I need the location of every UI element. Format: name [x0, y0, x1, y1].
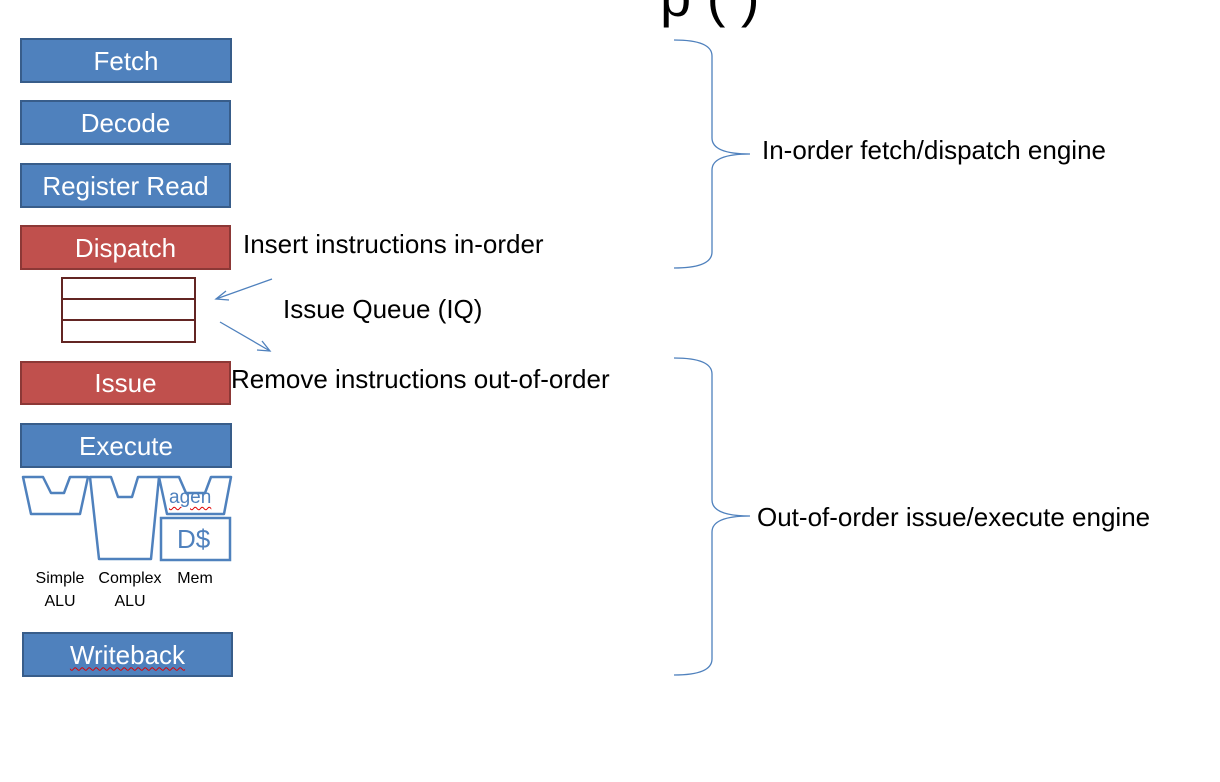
complex-alu-unit — [88, 475, 161, 561]
issue-queue-label: Issue Queue (IQ) — [283, 294, 483, 324]
fetch-stage: Fetch — [20, 38, 232, 83]
dispatch-stage: Dispatch — [20, 225, 231, 270]
slide-title-fragment: p ( ) — [660, 0, 760, 29]
register-read-stage: Register Read — [20, 163, 231, 208]
writeback-stage: Writeback — [22, 632, 233, 677]
simple-alu-unit — [21, 475, 90, 516]
simple-alu-label: Simple ALU — [35, 570, 85, 610]
insert-in-order-label: Insert instructions in-order — [243, 229, 544, 259]
issue-queue-entry — [61, 277, 196, 300]
complex-alu-label: Complex ALU — [98, 570, 162, 610]
agen-unit — [157, 475, 233, 516]
execute-stage: Execute — [20, 423, 232, 468]
dcache-label: D$ — [177, 524, 211, 554]
decode-stage: Decode — [20, 100, 231, 145]
issue-queue-entry — [61, 319, 196, 343]
mem-label: Mem — [177, 570, 213, 587]
in-order-brace — [673, 39, 751, 269]
issue-stage: Issue — [20, 361, 231, 405]
ooo-brace — [673, 357, 751, 676]
issue-queue-entry — [61, 298, 196, 321]
iq-remove-arrow — [219, 321, 272, 352]
remove-out-of-order-label: Remove instructions out-of-order — [231, 364, 610, 394]
dcache-unit — [159, 516, 232, 562]
in-order-engine-label: In-order fetch/dispatch engine — [762, 135, 1106, 165]
ooo-engine-label: Out-of-order issue/execute engine — [757, 502, 1151, 532]
agen-label: agen — [169, 487, 212, 508]
iq-insert-arrow — [214, 278, 273, 301]
